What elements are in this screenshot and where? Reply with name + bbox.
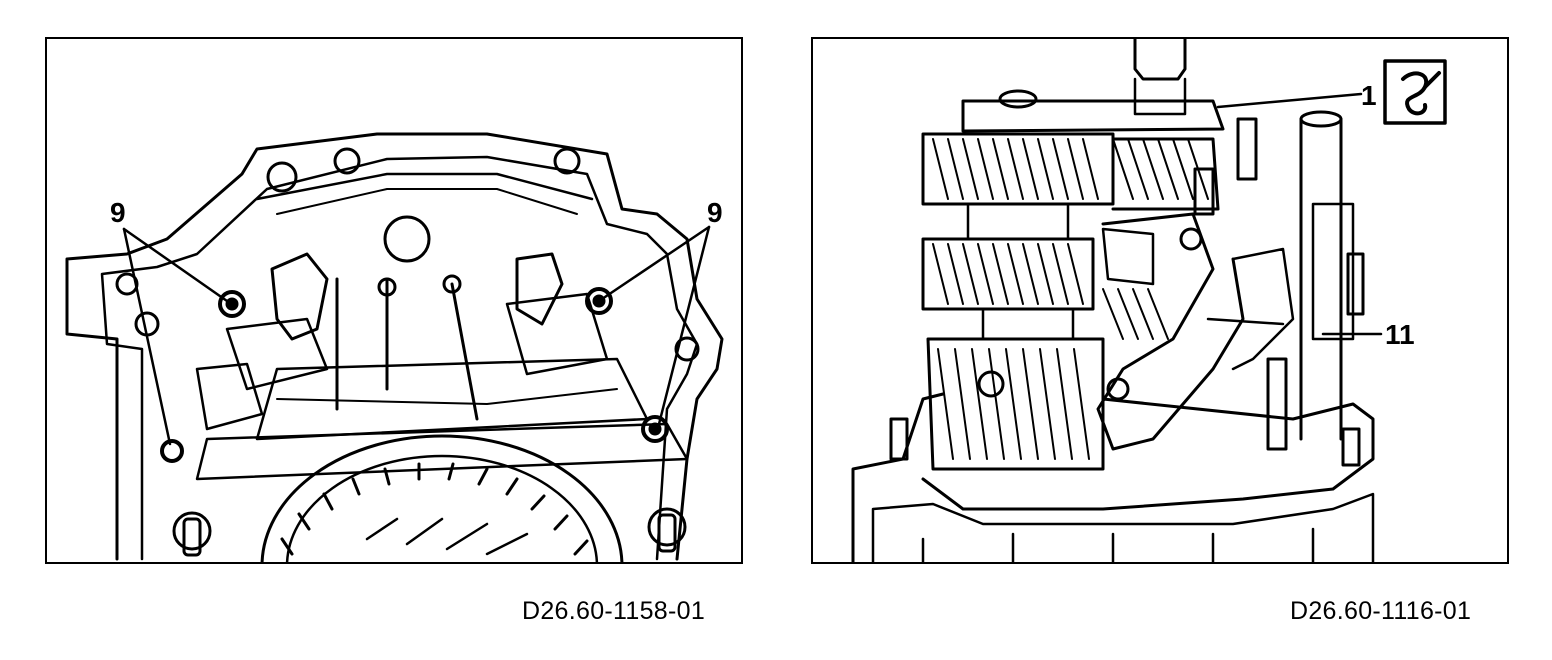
callout-11: 11 (1385, 319, 1415, 350)
gear-housing-rim (195, 422, 689, 481)
fork-pin (1236, 117, 1258, 181)
rail-link (1206, 317, 1285, 326)
tool-symbol-glyph (1401, 71, 1429, 116)
plug-slot (182, 517, 202, 557)
plate-bolt (998, 89, 1038, 109)
bolt (977, 370, 1005, 398)
rod-clip (1346, 252, 1365, 316)
callout-9-right: 9 (707, 197, 723, 228)
gear-cluster-drawing: 1 11 (851, 39, 1447, 562)
dowel (889, 417, 909, 461)
shift-rod (1299, 117, 1343, 441)
bolt-center (225, 297, 239, 311)
tool-symbol-glyph (1423, 71, 1441, 89)
hub (981, 307, 1075, 341)
mount-hole (674, 336, 700, 362)
top-plate (961, 99, 1225, 133)
rod-end (377, 277, 397, 297)
gear-outer (260, 434, 624, 562)
gear-inner (285, 454, 599, 562)
callout-9-left: 9 (110, 197, 126, 228)
figure-right-caption: D26.60-1116-01 (1290, 597, 1472, 625)
fork-pin (1266, 357, 1288, 451)
housing-rib (255, 172, 594, 201)
mount-hole (333, 147, 361, 175)
housing-base (871, 492, 1375, 562)
leader-line (122, 227, 172, 446)
shift-rail-end (195, 362, 264, 431)
gear-rear (1111, 137, 1220, 211)
shift-fork (1096, 212, 1245, 451)
leader-line (603, 225, 711, 299)
fork-hole (1179, 227, 1203, 251)
mount-hole (553, 147, 581, 175)
input-shaft (1133, 39, 1187, 81)
gear-teeth (280, 462, 589, 556)
housing-inner-outline (100, 155, 699, 561)
gear-top (921, 132, 1115, 206)
shift-rod (450, 282, 479, 421)
housing-outline (65, 132, 724, 561)
detent-bracket (1231, 247, 1295, 371)
shift-rod-top (1299, 110, 1343, 128)
hub (966, 202, 1070, 241)
housing-rib (276, 188, 578, 215)
shift-plate (255, 357, 649, 441)
gear-detail (365, 517, 529, 556)
leader-line (657, 225, 711, 426)
bolt (218, 290, 246, 318)
shift-fork (515, 252, 564, 326)
plug (647, 507, 687, 547)
leader-line (1216, 92, 1363, 109)
shift-rail-end (225, 317, 329, 391)
figure-left-panel: 9 9 (45, 37, 743, 564)
shift-fork (270, 252, 329, 341)
bolt (585, 287, 613, 315)
leader-line (122, 227, 229, 303)
figure-left-caption: D26.60-1158-01 (522, 597, 706, 625)
bolt (160, 439, 184, 463)
plug-slot (657, 513, 677, 553)
gear-teeth-hatch (932, 138, 1209, 460)
rod-end (442, 274, 462, 294)
transmission-cover-drawing: 9 9 (65, 132, 724, 562)
dowel (1341, 427, 1361, 467)
fork-bracket (1101, 227, 1155, 286)
figure-right-panel: 1 11 (811, 37, 1509, 564)
plug (172, 511, 212, 551)
gear-bottom (926, 337, 1105, 471)
callout-1: 1 (1361, 80, 1377, 111)
shift-plate-edge (276, 388, 618, 405)
bolt (641, 415, 669, 443)
mount-hole (266, 161, 298, 193)
housing-ribs (921, 527, 1315, 562)
center-bore (383, 215, 431, 263)
fork-pin (1193, 167, 1215, 216)
tool-symbol-icon (1383, 59, 1447, 125)
bolt-center (592, 294, 606, 308)
input-shaft-body (1133, 77, 1187, 116)
fork-hole (1106, 377, 1130, 401)
shift-rod-block (1311, 202, 1355, 341)
